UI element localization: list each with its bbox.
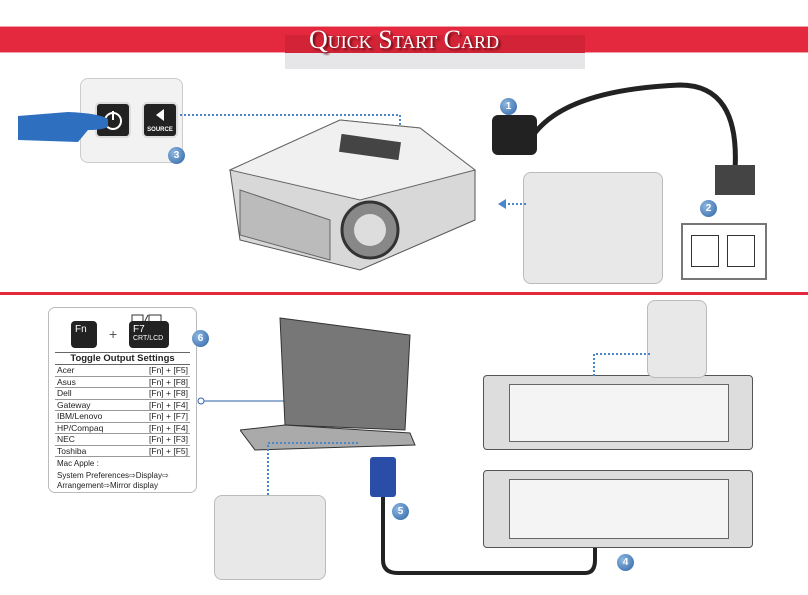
keys-cell: [Fn] + [F8]: [127, 376, 190, 388]
keys-cell: [Fn] + [F7]: [127, 410, 190, 423]
projector-rear-view-2: [483, 470, 753, 548]
laptop-port-callout: [214, 495, 326, 580]
table-row: HP/Compaq[Fn] + [F4]: [55, 422, 190, 434]
table-row: Gateway[Fn] + [F4]: [55, 399, 190, 411]
table-row: Asus[Fn] + [F8]: [55, 376, 190, 388]
step-4-badge: 4: [617, 554, 634, 571]
keys-cell: [Fn] + [F5]: [127, 445, 190, 457]
page-title: Quick Start Card: [308, 25, 500, 54]
dotted-guide-line-2: [267, 442, 360, 495]
step-2-badge: 2: [700, 200, 717, 217]
keys-cell: [Fn] + [F5]: [127, 364, 190, 377]
step-5-badge: 5: [392, 503, 409, 520]
table-row: IBM/Lenovo[Fn] + [F7]: [55, 410, 190, 423]
brand-cell: Dell: [55, 387, 128, 400]
table-row: Dell[Fn] + [F8]: [55, 387, 190, 400]
fn-key: Fn: [71, 321, 97, 348]
step-3-badge: 3: [168, 147, 185, 164]
mac-path-2: Arrangement⇨Mirror display: [57, 481, 158, 490]
toggle-table: Acer[Fn] + [F5]Asus[Fn] + [F8]Dell[Fn] +…: [55, 364, 190, 457]
f7-label: F7: [133, 324, 145, 335]
keys-cell: [Fn] + [F8]: [127, 387, 190, 400]
brand-cell: Gateway: [55, 399, 128, 411]
keys-cell: [Fn] + [F4]: [127, 422, 190, 434]
left-arrow-icon: [156, 109, 164, 121]
brand-cell: Toshiba: [55, 445, 128, 457]
keys-cell: [Fn] + [F3]: [127, 433, 190, 446]
plus-sign: +: [109, 326, 118, 342]
table-row: Acer[Fn] + [F5]: [55, 364, 190, 377]
wall-outlet: [681, 223, 767, 280]
brand-cell: Acer: [55, 364, 128, 377]
projector-rear-view-1: [483, 375, 753, 450]
laptop-illustration: [240, 317, 416, 451]
f7-sublabel: CRT/LCD: [133, 335, 164, 342]
brand-cell: Asus: [55, 376, 128, 388]
table-row: NEC[Fn] + [F3]: [55, 433, 190, 446]
title-backdrop-top: [285, 35, 585, 53]
projector-illustration: [228, 119, 477, 271]
mac-label: Mac Apple :: [57, 459, 99, 468]
power-port-callout: [523, 172, 663, 284]
brand-cell: HP/Compaq: [55, 422, 128, 434]
step-6-badge: 6: [192, 330, 209, 347]
step-1-badge: 1: [500, 98, 517, 115]
dotted-guide-line-3: [593, 353, 650, 378]
monitor-lcd-icon: [131, 311, 163, 324]
table-row: Toshiba[Fn] + [F5]: [55, 445, 190, 457]
hand-pointer-icon: [18, 112, 108, 142]
source-button: SOURCE: [142, 102, 178, 138]
keys-cell: [Fn] + [F4]: [127, 399, 190, 411]
toggle-heading: Toggle Output Settings: [55, 352, 190, 364]
arrow-left-icon: [498, 199, 526, 209]
source-label: SOURCE: [147, 127, 173, 133]
brand-cell: NEC: [55, 433, 128, 446]
brand-cell: IBM/Lenovo: [55, 410, 128, 423]
connector-line: [197, 397, 286, 405]
vga-port-callout: [647, 300, 707, 378]
mac-path-1: System Preferences⇨Display⇨: [57, 471, 169, 480]
section-divider: [0, 292, 808, 295]
power-cord-illustration: [492, 82, 755, 195]
